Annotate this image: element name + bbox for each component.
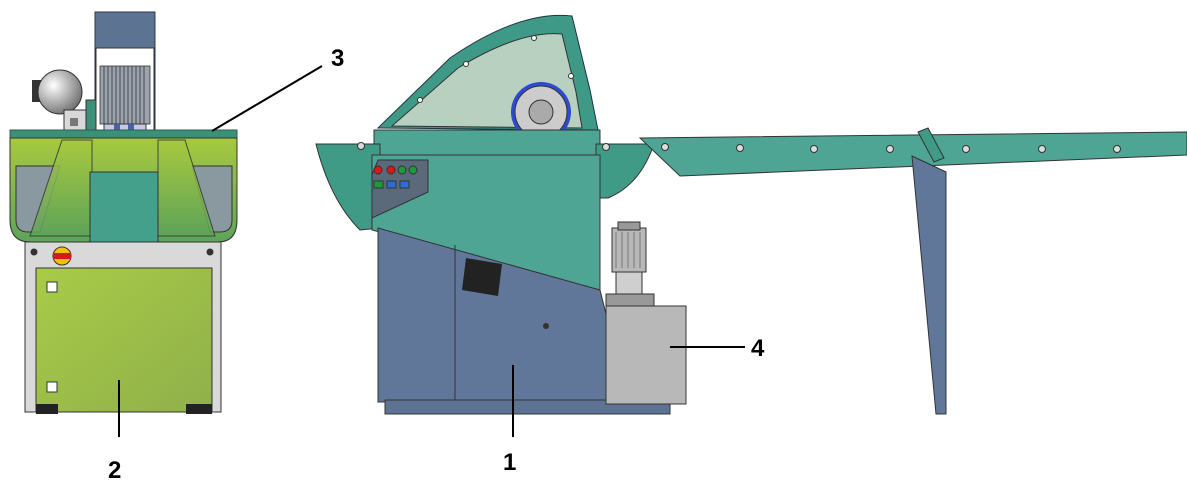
callout-2: 2 xyxy=(108,457,121,484)
callout-4: 4 xyxy=(751,335,765,362)
column-lower xyxy=(89,171,159,245)
callout-3: 3 xyxy=(331,45,344,72)
base-plate xyxy=(384,399,671,415)
front-view xyxy=(9,11,238,414)
motor-icon xyxy=(32,69,87,131)
blade-stack xyxy=(99,65,151,125)
cabinet-door xyxy=(35,267,213,413)
callout-leaders xyxy=(118,65,745,437)
side-cowl xyxy=(315,143,381,231)
door-lock-bottom xyxy=(46,381,58,393)
side-view xyxy=(315,14,1187,415)
hydraulic-unit xyxy=(605,305,687,405)
control-panel xyxy=(371,159,429,219)
roller-conveyor xyxy=(638,131,1187,177)
blade-hub-icon xyxy=(511,82,571,142)
main-switch-icon xyxy=(52,246,72,266)
callout-1: 1 xyxy=(503,449,516,476)
support-leg xyxy=(911,155,947,415)
pump-motor xyxy=(611,221,647,295)
table-plate xyxy=(9,129,238,139)
side-cowl-right xyxy=(595,143,655,199)
door-lock-top xyxy=(46,281,58,293)
length-stop xyxy=(917,127,945,163)
stop-button-icon xyxy=(373,165,383,175)
vent-icon xyxy=(462,258,502,296)
basin-right-window xyxy=(191,165,233,233)
upper-body xyxy=(373,129,601,156)
conveyor-rollers xyxy=(357,142,1121,153)
motor-mount xyxy=(85,99,97,135)
